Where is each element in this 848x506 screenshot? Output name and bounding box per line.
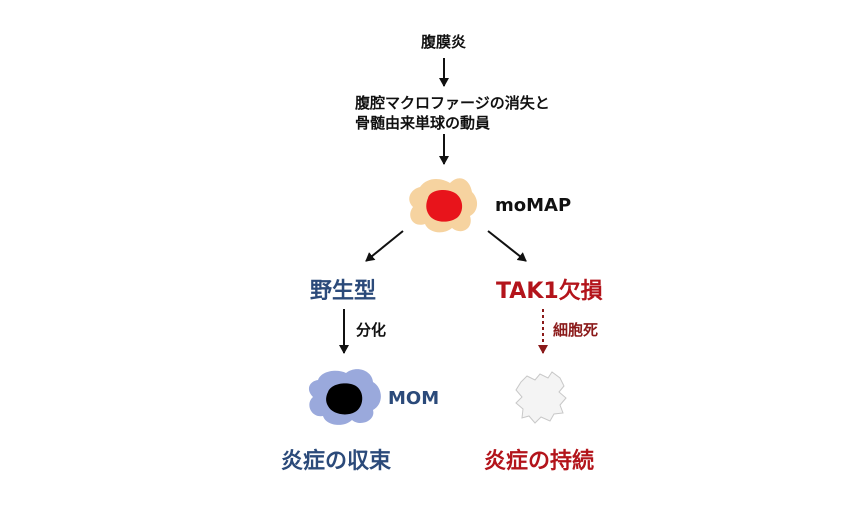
node-persistence: 炎症の持続 bbox=[484, 449, 595, 474]
node-wild-type: 野生型 bbox=[310, 279, 377, 304]
node-tak1-deficient: TAK1欠損 bbox=[496, 279, 603, 304]
edge-label-differentiation: 分化 bbox=[356, 321, 387, 339]
momap-cell-icon bbox=[409, 178, 478, 233]
mom-cell-icon bbox=[308, 369, 381, 425]
node-mobilization-line2: 骨髄由来単球の動員 bbox=[355, 114, 491, 132]
node-mobilization-line1: 腹腔マクロファージの消失と bbox=[355, 94, 550, 112]
dead-cell-icon bbox=[515, 371, 567, 424]
edge-label-cell-death: 細胞死 bbox=[553, 321, 599, 339]
arrow-momap-to-wild-type bbox=[365, 230, 404, 262]
node-peritonitis: 腹膜炎 bbox=[421, 33, 467, 51]
arrow-momap-to-tak1 bbox=[487, 230, 527, 262]
node-resolution: 炎症の収束 bbox=[281, 449, 392, 474]
label-mom: MOM bbox=[388, 388, 440, 409]
label-momap: moMAP bbox=[495, 195, 572, 216]
